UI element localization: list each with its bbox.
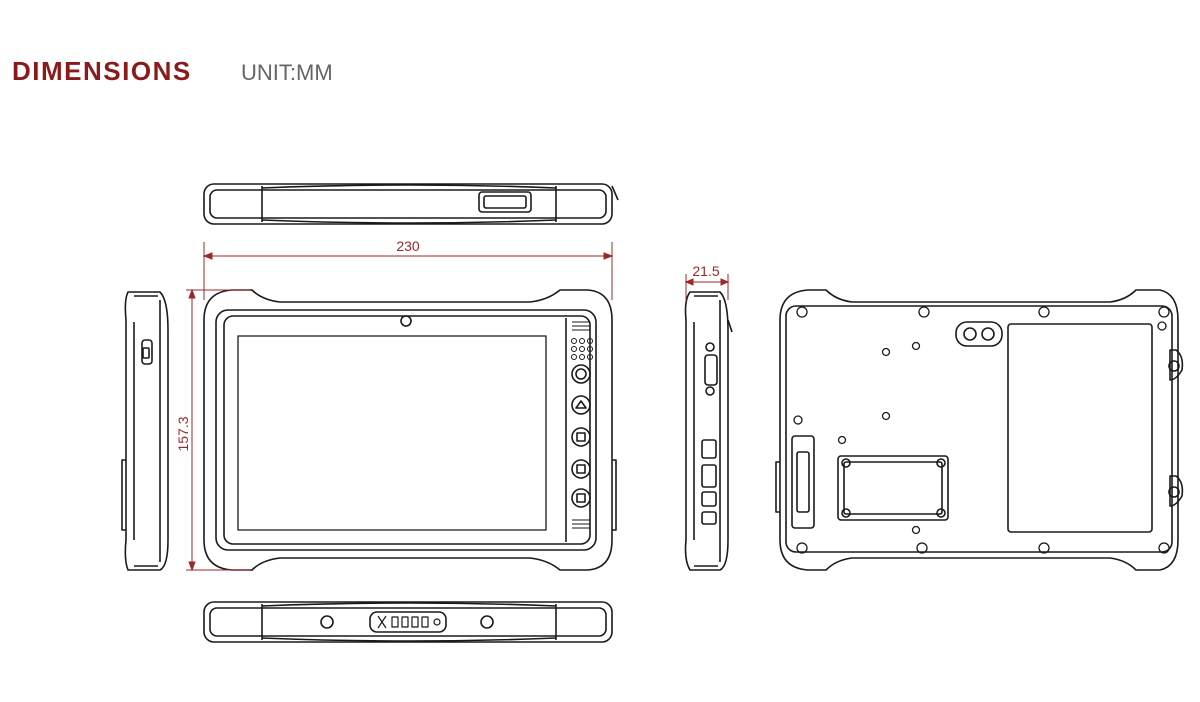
left-side-view — [121, 291, 169, 571]
height-dimension-label: 157.3 — [175, 416, 191, 451]
bottom-view — [203, 601, 613, 643]
page-title: DIMENSIONS — [12, 56, 192, 86]
unit-label: UNIT:MM — [241, 60, 333, 85]
width-dimension-label: 230 — [396, 238, 420, 254]
right-side-view — [684, 291, 733, 571]
front-view — [203, 289, 617, 571]
top-view — [203, 183, 619, 225]
back-view — [775, 289, 1184, 571]
depth-dimension-label: 21.5 — [692, 263, 719, 279]
